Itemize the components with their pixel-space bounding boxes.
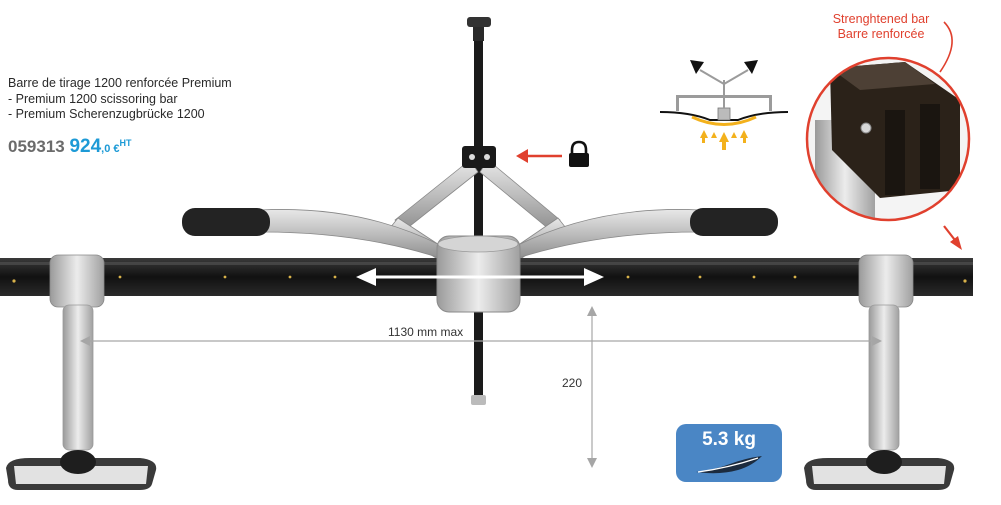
product-subtitle-de: - Premium Scherenzugbrücke 1200 — [8, 107, 205, 121]
price-tax: HT — [119, 138, 132, 148]
width-dimension-label: 1130 mm max — [388, 325, 464, 339]
handles — [182, 208, 778, 259]
right-leg — [804, 254, 955, 490]
zoom-caption-fr: Barre renforcée — [837, 27, 925, 41]
center-slider — [436, 235, 521, 313]
feather-icon — [696, 456, 762, 474]
width-dimension — [80, 336, 882, 346]
lock-pointer-arrow — [516, 149, 562, 163]
pull-diagram-icon — [659, 60, 789, 150]
zoom-caption: Strenghtened bar Barre renforcée — [806, 12, 956, 42]
product-description: Barre de tirage 1200 renforcée Premium -… — [8, 76, 232, 123]
threaded-rod — [467, 17, 491, 405]
zoom-detail — [805, 21, 971, 250]
price-value: 924 — [69, 136, 102, 157]
product-reference: 059313 — [8, 137, 65, 156]
height-dimension — [587, 306, 597, 468]
price-cents: ,0 € — [101, 143, 120, 155]
zoom-caption-en: Strenghtened bar — [832, 12, 930, 26]
height-dimension-label: 220 — [562, 376, 583, 390]
weight-badge: 5.3 kg — [676, 424, 782, 482]
product-title: Barre de tirage 1200 renforcée Premium — [8, 76, 232, 90]
slide-arrow — [356, 268, 604, 286]
lock-icon — [569, 140, 589, 167]
product-subtitle-en: - Premium 1200 scissoring bar — [8, 91, 178, 106]
price-line: 059313 924,0 €HT — [8, 136, 132, 158]
weight-label: 5.3 kg — [702, 429, 756, 450]
